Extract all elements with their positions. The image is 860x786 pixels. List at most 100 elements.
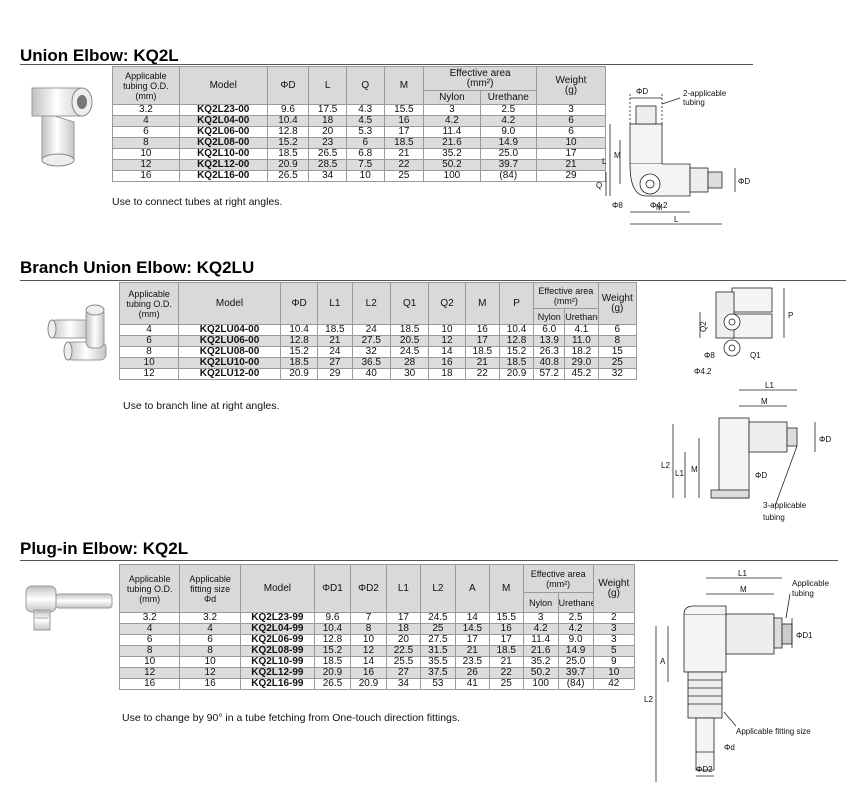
table-cell: 20 xyxy=(308,126,347,138)
table-cell: 23 xyxy=(308,137,347,149)
table-cell: 32 xyxy=(351,346,391,358)
table-cell: 17 xyxy=(385,612,421,624)
plug-in-elbow-dimension-drawing: L1 M Applicable tubing ΦD1 A L2 Applicab… xyxy=(644,569,829,782)
label-phiD-right: ΦD xyxy=(738,177,750,186)
model-cell: KQ2L08-00 xyxy=(178,137,268,149)
table-cell: 10 xyxy=(349,634,387,646)
table-cell: 4 xyxy=(179,623,241,635)
section-note: Use to branch line at right angles. xyxy=(123,400,280,412)
table-cell: 18.5 xyxy=(498,357,535,369)
model-cell: KQ2L16-99 xyxy=(239,678,315,690)
table-cell: 6 xyxy=(597,324,638,336)
table-cell: 21 xyxy=(317,335,353,347)
model-cell: KQ2LU12-00 xyxy=(178,368,281,380)
model-cell: KQ2LU10-00 xyxy=(178,357,281,369)
table-cell: 4 xyxy=(118,623,181,635)
label-L2: L2 xyxy=(661,461,670,470)
table-cell: 35.5 xyxy=(419,656,456,668)
table-cell: 10 xyxy=(428,324,466,336)
table-cell: 20.9 xyxy=(313,667,351,679)
table-cell: 9.0 xyxy=(557,634,594,646)
branch-union-elbow-side-drawing: L1 M ΦD L2 L1 M ΦD 3-applicable tubing xyxy=(661,381,831,522)
label-fitting-size: Applicable fitting size xyxy=(736,727,811,736)
table-cell: 13.9 xyxy=(533,335,566,347)
table-cell: 36.5 xyxy=(351,357,391,369)
table-cell: 30 xyxy=(389,368,430,380)
table-cell: 16 xyxy=(179,678,241,690)
table-cell: 20.9 xyxy=(498,368,535,380)
table-cell: 3.2 xyxy=(112,104,180,116)
table-cell: 32 xyxy=(597,368,638,380)
model-cell: KQ2L04-99 xyxy=(239,623,315,635)
table-cell: 25 xyxy=(419,623,456,635)
table-cell: 14 xyxy=(349,656,387,668)
header-col: L2 xyxy=(351,282,391,325)
table-cell: 15.5 xyxy=(383,104,425,116)
table-cell: 20 xyxy=(385,634,421,646)
label-A: A xyxy=(660,657,666,666)
table-cell: 18.5 xyxy=(317,324,353,336)
table-cell: 53 xyxy=(419,678,456,690)
table-cell: 16 xyxy=(488,623,524,635)
table-cell: 15.2 xyxy=(279,346,319,358)
label-applicable-tubing: Applicable xyxy=(792,579,829,588)
model-cell: KQ2L23-00 xyxy=(178,104,268,116)
table-cell: 21.6 xyxy=(423,137,481,149)
header-effective-area: Effective area(mm²) xyxy=(423,66,537,91)
table-cell: 10 xyxy=(118,357,180,369)
plug-in-elbow-photo xyxy=(25,585,113,631)
table-cell: 6 xyxy=(179,634,241,646)
table-cell: 12 xyxy=(179,667,241,679)
table-cell: 50.2 xyxy=(522,667,559,679)
table-cell: 6.8 xyxy=(345,148,385,160)
table-cell: 21 xyxy=(488,656,524,668)
table-cell: 3 xyxy=(592,634,636,646)
label-phi8: Φ8 xyxy=(704,351,715,360)
table-cell: 21 xyxy=(454,645,490,657)
table-cell: 18.5 xyxy=(464,346,500,358)
table-cell: 16 xyxy=(428,357,466,369)
table-cell: 12.8 xyxy=(266,126,310,138)
table-cell: 29.0 xyxy=(564,357,599,369)
table-cell: 10.4 xyxy=(266,115,310,127)
table-cell: 18 xyxy=(428,368,466,380)
header-col: ΦD2 xyxy=(349,564,387,613)
label-L1-top: L1 xyxy=(765,381,774,390)
table-cell: 12.8 xyxy=(279,335,319,347)
table-cell: 14 xyxy=(428,346,466,358)
table-cell: (84) xyxy=(557,678,594,690)
table-cell: 10 xyxy=(112,148,180,160)
label-applicable: 2-applicable xyxy=(683,89,727,98)
table-cell: 26.5 xyxy=(308,148,347,160)
table-cell: 18.5 xyxy=(313,656,351,668)
section-title-union-elbow: Union Elbow: KQ2L xyxy=(20,46,179,65)
table-cell: 22 xyxy=(464,368,500,380)
branch-union-elbow-top-drawing: Q2 P Φ8 Φ4.2 Q1 xyxy=(694,287,793,376)
header-urethane: Urethane xyxy=(557,592,594,613)
union-elbow-dimension-drawing: ΦD 2-applicable tubing L M Q ΦD Φ4.2 Φ8 … xyxy=(596,87,750,225)
header-col: P xyxy=(498,282,535,325)
table-cell: 27 xyxy=(317,357,353,369)
header-col: M xyxy=(383,66,425,105)
table-cell: 12 xyxy=(112,159,180,171)
label-phi8: Φ8 xyxy=(612,201,623,210)
header-col: M xyxy=(464,282,500,325)
table-cell: 10.4 xyxy=(279,324,319,336)
table-cell: 35.2 xyxy=(423,148,481,160)
header-weight: Weight(g) xyxy=(536,66,606,105)
table-cell: 27.5 xyxy=(419,634,456,646)
table-cell: 25.5 xyxy=(385,656,421,668)
table-cell: 16 xyxy=(349,667,387,679)
label-tubing: tubing xyxy=(763,513,785,522)
table-cell: 17 xyxy=(464,335,500,347)
table-cell: 28.5 xyxy=(308,159,347,171)
label-P: P xyxy=(788,311,793,320)
table-cell: 11.0 xyxy=(564,335,599,347)
